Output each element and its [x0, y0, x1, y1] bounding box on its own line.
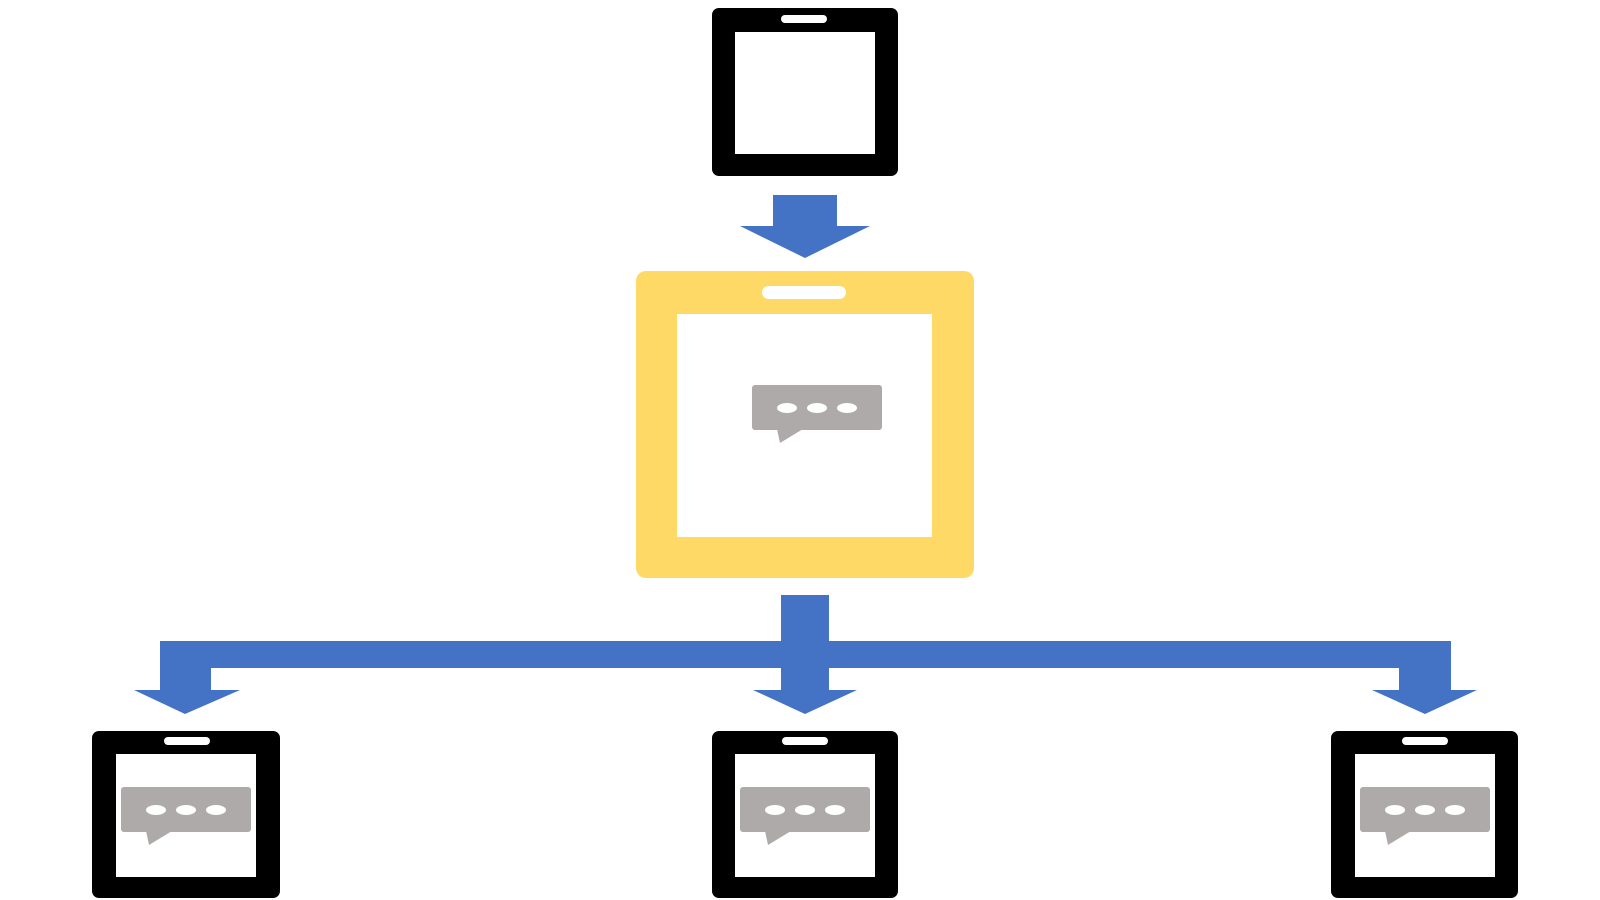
- source-device: [712, 8, 898, 176]
- relay-device: [636, 271, 974, 578]
- arrow-down-icon: [134, 641, 240, 714]
- device-speaker: [782, 737, 828, 745]
- arrow-down-icon: [740, 195, 870, 258]
- device-speaker: [164, 737, 210, 745]
- chat-bubble-icon: [121, 787, 251, 845]
- device-speaker: [1402, 737, 1448, 745]
- device-speaker: [762, 286, 846, 299]
- chat-bubble-icon: [1360, 787, 1490, 845]
- arrow-down-icon: [753, 668, 857, 714]
- arrow-down-icon: [1372, 641, 1477, 714]
- recipient-device-left: [92, 731, 280, 898]
- chat-bubble-icon: [740, 787, 870, 845]
- chat-bubble-icon: [752, 385, 882, 443]
- arrow-bus: [160, 641, 1451, 668]
- distribution-arrows: [134, 595, 1477, 714]
- recipient-device-right: [1331, 731, 1518, 898]
- device-screen: [735, 32, 875, 154]
- recipient-device-center: [712, 731, 898, 898]
- device-speaker: [781, 15, 827, 23]
